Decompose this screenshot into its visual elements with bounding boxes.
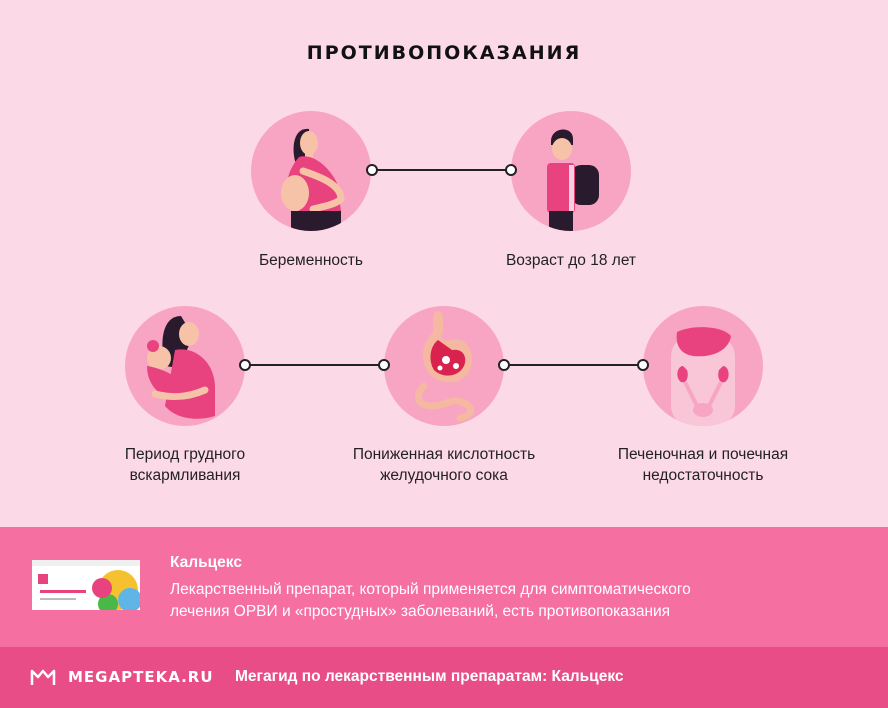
megapteka-logo-icon[interactable] <box>30 667 56 687</box>
liver-kidneys-icon <box>643 306 763 426</box>
pregnant-woman-icon <box>251 111 371 231</box>
connector-dot <box>239 359 251 371</box>
connector-dot <box>366 164 378 176</box>
label-liver-kidney: Печеночная и почечная недостаточность <box>617 446 789 484</box>
medicine-package-icon <box>32 560 142 614</box>
label-age: Возраст до 18 лет <box>505 252 637 269</box>
connector-dot <box>505 164 517 176</box>
label-low-acidity: Пониженная кислотность желудочного сока <box>352 446 536 484</box>
footer-text: Мегагид по лекарственным препаратам: Кал… <box>235 668 624 685</box>
stomach-icon <box>384 306 504 426</box>
page-title: ПРОТИВОПОКАЗАНИЯ <box>306 42 582 64</box>
connector-line <box>245 364 383 366</box>
product-description: Лекарственный препарат, который применяе… <box>170 581 691 620</box>
connector-line <box>504 364 642 366</box>
product-info-band: Кальцекс Лекарственный препарат, который… <box>0 527 888 647</box>
connector-dot <box>378 359 390 371</box>
connector-dot <box>498 359 510 371</box>
connector-dot <box>637 359 649 371</box>
logo-text[interactable]: MEGAPTEKA.RU <box>68 668 214 686</box>
product-name: Кальцекс <box>170 554 242 571</box>
label-breastfeeding: Период грудного вскармливания <box>124 446 246 484</box>
label-pregnancy: Беременность <box>259 252 363 269</box>
breastfeeding-mother-icon <box>125 306 245 426</box>
connector-line <box>372 169 511 171</box>
footer: MEGAPTEKA.RU Мегагид по лекарственным пр… <box>0 647 888 708</box>
schoolboy-icon <box>511 111 631 231</box>
